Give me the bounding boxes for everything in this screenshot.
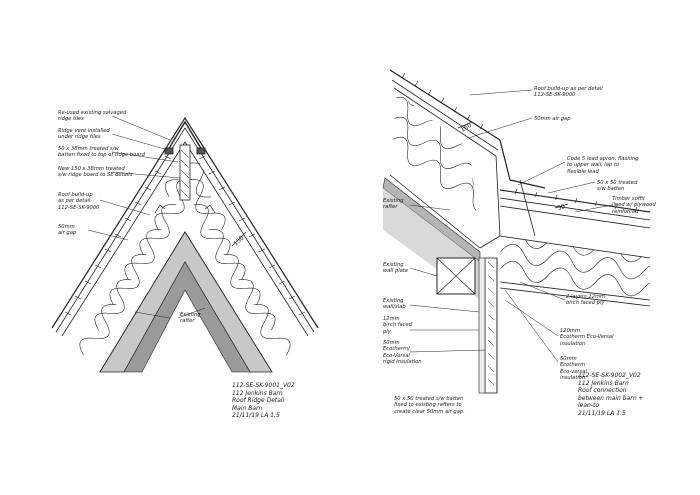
insulation-120-note: 120mm Ecotherm Eco-Versal insulation (560, 328, 614, 347)
ridge-dimension-label: 150 (232, 234, 245, 247)
junction-existing-rafter-note: Existing rafter (383, 198, 404, 211)
existing-wall-note: Existing wall/slab (383, 298, 406, 311)
birch-ply-note: 12mm birch faced ply (383, 316, 412, 335)
batten-note: 50 x 50 treated s/w batten (597, 180, 638, 193)
rigid-insulation-note: 50mm Ecotherm/ Eco-Versal rigid insulati… (383, 340, 422, 366)
junction-air-gap-note: 50mm air gap (534, 116, 571, 122)
junction-dimension-label-2: 50 (557, 203, 566, 212)
junction-detail-drawing (382, 69, 651, 394)
lead-flashing-note: Code 5 lead apron, flashing to upper wal… (567, 156, 639, 175)
ridge-board-batten-note: 50 x 38mm treated s/w batten fixed to to… (58, 146, 145, 159)
existing-rafter-note: Existing rafter (180, 312, 201, 325)
air-gap-note: 50mm air gap (58, 224, 77, 237)
ply-layers-note: 2 layers 12mm birch faced ply (566, 294, 606, 307)
ridge-tiles-note: Re-used existing salvaged ridge tiles (58, 110, 127, 123)
junction-dimension-label: 150 (460, 122, 474, 134)
junction-drawing-reference: 112-SE-SK-9002_V02 112 Jenkins Barn Roof… (578, 372, 644, 417)
timber-soffit-note: Timber soffit lined w/ plywood reinforce… (612, 196, 656, 215)
ridge-drawing-reference: 112-SE-SK-9001_V02 112 Jenkins Barn Roof… (232, 382, 295, 420)
roof-buildup-note: Roof build-up as per detail 112-SE-SK-90… (58, 192, 100, 211)
ridge-detail-drawing (51, 115, 319, 373)
wall-plate-note: Existing wall plate (383, 262, 409, 275)
junction-roof-buildup-note: Roof build-up as per detail 112-SE-SK-90… (534, 86, 603, 99)
ridge-vent-note: Ridge vent installed under ridge tiles (58, 128, 110, 141)
new-ridge-board-note: New 150 x 38mm treated s/w ridge board t… (58, 166, 133, 179)
batten-footnote: 50 x 50 treated s/w batten fixed to exis… (394, 396, 465, 415)
insulation-50-note: 50mm Ecotherm Eco-versal insulation (560, 356, 587, 382)
